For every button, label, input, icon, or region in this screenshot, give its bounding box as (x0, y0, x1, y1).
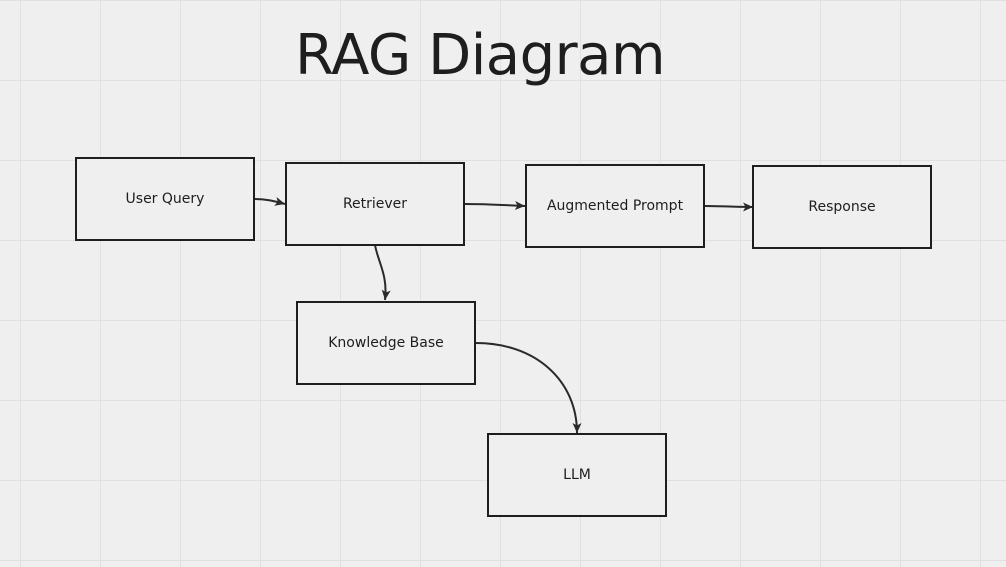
node-retriever-label: Retriever (342, 196, 408, 212)
node-retriever[interactable]: Retriever (285, 162, 465, 246)
node-knowledge-base-label: Knowledge Base (328, 335, 444, 351)
edge-user-query-to-retriever (254, 197, 286, 206)
node-augmented-prompt[interactable]: Augmented Prompt (525, 164, 705, 248)
node-user-query-label: User Query (125, 191, 205, 207)
node-response-label: Response (808, 199, 876, 215)
edge-augmented-prompt-to-response (704, 202, 754, 212)
edge-retriever-to-knowledge-base (374, 244, 391, 301)
edge-knowledge-base-to-llm (475, 342, 582, 434)
diagram-title: RAG Diagram (294, 23, 666, 88)
node-llm-label: LLM (563, 467, 591, 483)
node-augmented-prompt-label: Augmented Prompt (546, 198, 684, 214)
node-knowledge-base[interactable]: Knowledge Base (296, 301, 476, 385)
edge-retriever-to-augmented-prompt (464, 201, 526, 210)
node-response[interactable]: Response (752, 165, 932, 249)
node-llm[interactable]: LLM (487, 433, 667, 517)
node-user-query[interactable]: User Query (75, 157, 255, 241)
